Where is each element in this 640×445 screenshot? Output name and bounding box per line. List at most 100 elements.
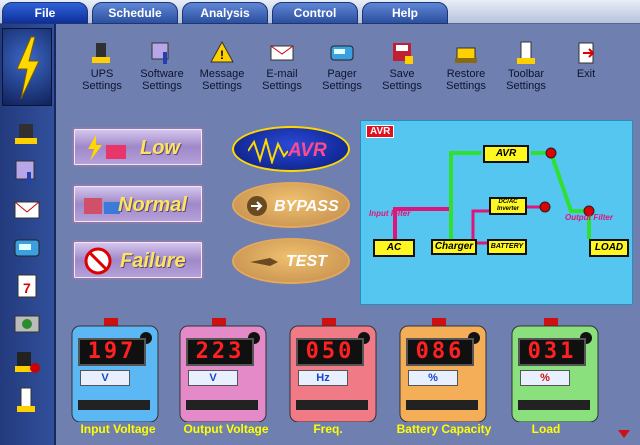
diagram-tag: AVR xyxy=(366,125,395,138)
toolbar-label: Settings xyxy=(506,80,546,92)
battery-box: BATTERY xyxy=(487,239,527,255)
input-filter-label: Input Filter xyxy=(369,209,411,218)
frequency-unit: Hz xyxy=(298,370,348,386)
avr-mode-indicator[interactable]: AVR xyxy=(232,126,350,172)
analysis-icon[interactable] xyxy=(13,310,41,338)
scroll-down-icon[interactable] xyxy=(618,430,630,438)
normal-mode-button[interactable]: Normal xyxy=(72,184,204,224)
tab-control[interactable]: Control xyxy=(272,2,358,24)
ups-settings-button[interactable]: UPS Settings xyxy=(72,40,132,104)
input-voltage-meter: 197 V xyxy=(68,318,168,428)
avr-flow-diagram: AVR AVR DC/AC Inverter AC Charger BATTER… xyxy=(360,120,633,305)
left-sidebar: 7 xyxy=(0,24,56,445)
low-label: Low xyxy=(140,137,180,159)
failure-label: Failure xyxy=(120,250,186,272)
frequency-value: 050 xyxy=(296,338,364,366)
no-power-icon xyxy=(84,247,112,275)
dcac-inverter-box: DC/AC Inverter xyxy=(489,197,527,215)
pager-settings-icon xyxy=(330,45,354,61)
software-settings-icon xyxy=(151,42,169,64)
lightning-icon xyxy=(88,135,126,161)
toolbar-label: Save xyxy=(389,68,415,80)
exit-button[interactable]: Exit xyxy=(556,40,616,104)
frequency-meter: 050 Hz xyxy=(286,318,386,428)
toolbar-label: Software xyxy=(140,68,184,80)
toolbar-label: Restore xyxy=(446,68,486,80)
restore-settings-button[interactable]: Restore Settings xyxy=(436,40,496,104)
avr-label: AVR xyxy=(288,140,327,161)
software-settings-button[interactable]: Software Settings xyxy=(132,40,192,104)
hand-icon xyxy=(250,258,278,266)
output-filter-label: Output Filter xyxy=(565,213,613,222)
ups-icon[interactable] xyxy=(13,120,41,148)
toolbar-label: Pager xyxy=(327,68,357,80)
bypass-mode-indicator[interactable]: BYPASS xyxy=(232,182,350,228)
load-label: Load xyxy=(531,422,561,436)
toolbar-label: Settings xyxy=(82,80,122,92)
email-settings-button[interactable]: E-mail Settings xyxy=(252,40,312,104)
bypass-label: BYPASS xyxy=(274,198,339,215)
output-voltage-value: 223 xyxy=(186,338,254,366)
app-logo-icon xyxy=(2,28,52,106)
normal-label: Normal xyxy=(118,194,187,216)
battery-capacity-unit: % xyxy=(408,370,458,386)
output-voltage-meter: 223 V xyxy=(176,318,276,428)
tab-analysis[interactable]: Analysis xyxy=(182,2,268,24)
tab-file[interactable]: File xyxy=(2,2,88,24)
exit-icon xyxy=(578,42,595,64)
email-icon[interactable] xyxy=(13,196,41,224)
normal-icon xyxy=(84,198,120,214)
pager-settings-button[interactable]: Pager Settings xyxy=(312,40,372,104)
ac-box: AC xyxy=(373,239,415,257)
waveform-icon xyxy=(248,138,288,164)
menu-tab-bar: File Schedule Analysis Control Help xyxy=(0,0,640,24)
toolbar-label: Settings xyxy=(202,80,242,92)
failure-mode-button[interactable]: Failure xyxy=(72,240,204,280)
battery-capacity-meter: 086 % xyxy=(396,318,496,428)
pager-icon[interactable] xyxy=(13,234,41,262)
output-voltage-unit: V xyxy=(188,370,238,386)
input-voltage-value: 197 xyxy=(78,338,146,366)
toolbar-label: Message xyxy=(199,68,245,80)
battery-capacity-value: 086 xyxy=(406,338,474,366)
avr-box: AVR xyxy=(483,145,529,163)
svg-text:7: 7 xyxy=(23,280,31,296)
toolbar-label: Settings xyxy=(446,80,486,92)
frequency-label: Freq. xyxy=(313,422,343,436)
toolbar-settings-icon xyxy=(517,41,535,64)
toolbar-settings-button[interactable]: Toolbar Settings xyxy=(496,40,556,104)
software-icon[interactable] xyxy=(13,158,41,186)
test-label: TEST xyxy=(286,253,327,270)
message-settings-button[interactable]: ! Message Settings xyxy=(192,40,252,104)
load-box: LOAD xyxy=(589,239,629,257)
message-settings-icon: ! xyxy=(210,40,234,63)
tab-schedule[interactable]: Schedule xyxy=(92,2,178,24)
calendar-icon[interactable]: 7 xyxy=(13,272,41,300)
restore-settings-icon xyxy=(455,47,477,63)
test-mode-button[interactable]: TEST xyxy=(232,238,350,284)
input-voltage-unit: V xyxy=(80,370,130,386)
toolbar-label: Settings xyxy=(262,80,302,92)
battery-capacity-label: Battery Capacity xyxy=(396,422,492,436)
charger-box: Charger xyxy=(431,239,477,255)
toolbar-label: Toolbar xyxy=(507,68,545,80)
input-voltage-label: Input Voltage xyxy=(80,422,156,436)
flow-lines xyxy=(393,147,595,245)
control-icon[interactable] xyxy=(13,348,41,376)
toolbar-label: Settings xyxy=(322,80,362,92)
save-settings-button[interactable]: Save Settings xyxy=(372,40,432,104)
help-icon[interactable] xyxy=(13,386,41,414)
toolbar-label: E-mail xyxy=(266,68,298,80)
toolbar-label: Settings xyxy=(382,80,422,92)
load-meter: 031 % xyxy=(508,318,608,428)
output-voltage-label: Output Voltage xyxy=(183,422,269,436)
settings-toolbar: UPS Settings Software Settings ! Message… xyxy=(58,34,640,106)
toolbar-label: Settings xyxy=(142,80,182,92)
load-value: 031 xyxy=(518,338,586,366)
arrow-right-icon xyxy=(247,196,267,216)
save-settings-icon xyxy=(393,43,413,64)
svg-text:!: ! xyxy=(220,48,224,62)
toolbar-label: UPS xyxy=(90,68,114,80)
tab-help[interactable]: Help xyxy=(362,2,448,24)
low-mode-button[interactable]: Low xyxy=(72,127,204,167)
